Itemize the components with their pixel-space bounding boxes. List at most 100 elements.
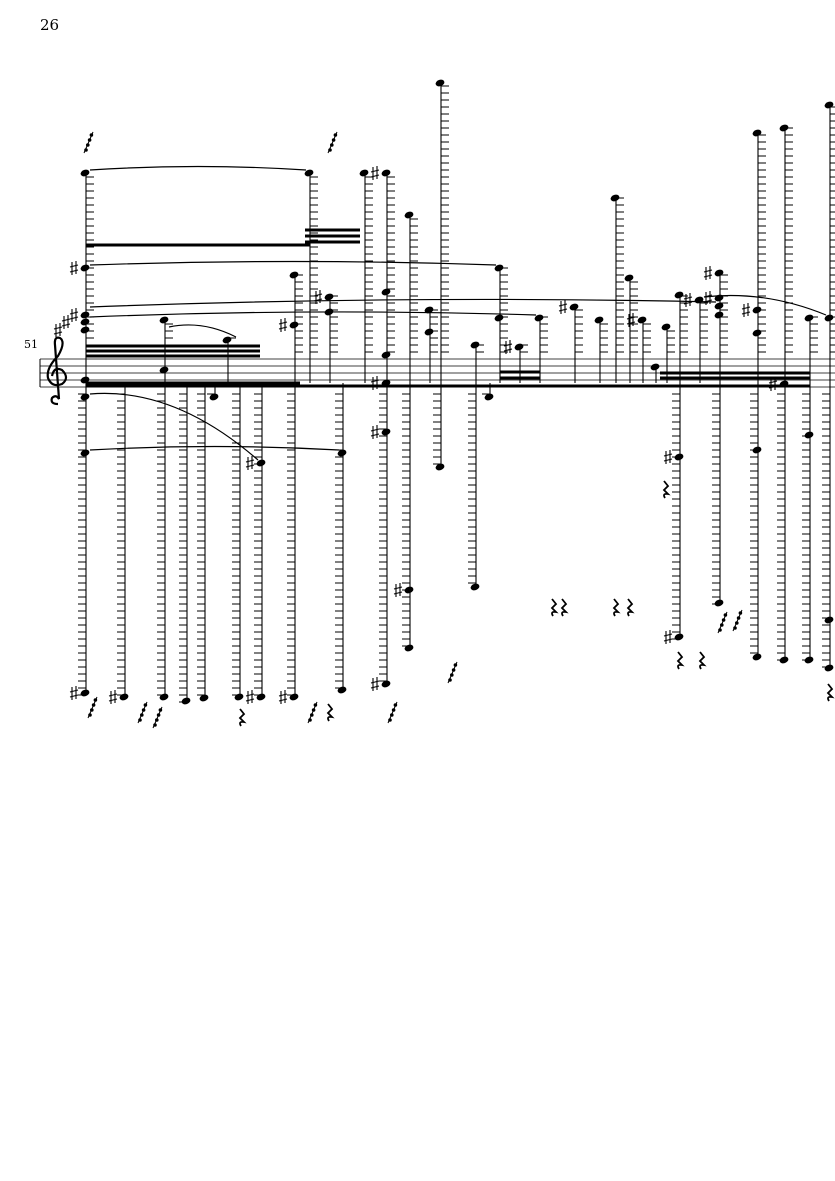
note-head [80, 318, 90, 326]
note-head [637, 316, 647, 324]
note-head [661, 323, 671, 331]
beam [86, 349, 260, 353]
note-head [804, 314, 814, 322]
grace-stem [87, 696, 98, 719]
note-head [824, 314, 834, 322]
note-head [381, 428, 391, 436]
grace-stem [717, 611, 728, 634]
beams [86, 228, 810, 388]
chord [482, 383, 494, 401]
sharp-icon [393, 583, 403, 597]
note-head [494, 264, 504, 272]
note-head [752, 129, 762, 137]
note-head [714, 269, 724, 277]
note-head [80, 376, 90, 384]
sharp-icon [683, 293, 693, 307]
sharp-icon [703, 266, 713, 280]
note-head [381, 169, 391, 177]
chord [207, 383, 219, 401]
chord [245, 383, 266, 704]
rest-icon [612, 598, 621, 617]
note-head [404, 211, 414, 219]
chord [610, 194, 624, 383]
grace-stem [137, 701, 148, 724]
chord [768, 124, 793, 664]
note-head [256, 693, 266, 701]
beam [305, 234, 360, 238]
note-head [752, 306, 762, 314]
sharp-icon [69, 308, 79, 322]
rest-icon [826, 683, 835, 702]
rest-icon [698, 651, 707, 670]
rest-icon [676, 651, 685, 670]
chord [802, 314, 818, 664]
note-head [824, 101, 834, 109]
chord [313, 290, 338, 383]
note-head [484, 393, 494, 401]
chord [222, 336, 236, 383]
sharp-icon [663, 630, 673, 644]
note-head [381, 351, 391, 359]
sharp-icon [245, 690, 255, 704]
sharp-icon [53, 323, 63, 337]
grace-stem [387, 701, 398, 724]
note-head [256, 459, 266, 467]
notes [53, 79, 835, 729]
note-head [804, 656, 814, 664]
note-head [289, 693, 299, 701]
sharp-icon [245, 456, 255, 470]
note-head [159, 693, 169, 701]
note-head [674, 633, 684, 641]
chord [370, 166, 395, 691]
slur [89, 445, 340, 451]
note-head [80, 393, 90, 401]
chord [232, 383, 244, 701]
sharp-icon [313, 290, 323, 304]
measure-number: 51 [24, 338, 38, 351]
rest-icon [626, 598, 635, 617]
note-head [159, 366, 169, 374]
note-head [234, 693, 244, 701]
rest-icon [560, 598, 569, 617]
note-head [752, 653, 762, 661]
note-head [324, 308, 334, 316]
beam [305, 240, 360, 244]
chord [197, 383, 209, 702]
chord [278, 271, 303, 704]
sharp-icon [61, 315, 71, 329]
sharp-icon [626, 313, 636, 327]
chord [179, 383, 191, 705]
chord [468, 341, 484, 591]
note-head [470, 341, 480, 349]
chord [703, 266, 728, 607]
sharp-icon [278, 318, 288, 332]
chord [683, 293, 708, 383]
note-head [779, 380, 789, 388]
note-head [714, 599, 724, 607]
note-head [381, 288, 391, 296]
beam [86, 344, 260, 348]
sharp-icon [558, 300, 568, 314]
note-head [324, 293, 334, 301]
chord [558, 300, 583, 383]
note-head [181, 697, 191, 705]
sharp-icon [663, 450, 673, 464]
chord [157, 316, 173, 701]
note-head [289, 271, 299, 279]
rest-icon [238, 708, 247, 727]
note-head [779, 124, 789, 132]
note-head [222, 336, 232, 344]
beam [660, 371, 810, 375]
beam [86, 243, 310, 247]
chord [108, 383, 129, 704]
chord [335, 383, 347, 694]
slur [89, 311, 537, 318]
note-head [804, 431, 814, 439]
grace-stem [732, 609, 743, 632]
sharp-icon [370, 425, 380, 439]
grace-stem [152, 706, 163, 729]
note-head [470, 583, 480, 591]
chord [663, 291, 688, 644]
note-head [594, 316, 604, 324]
chord [359, 169, 373, 383]
